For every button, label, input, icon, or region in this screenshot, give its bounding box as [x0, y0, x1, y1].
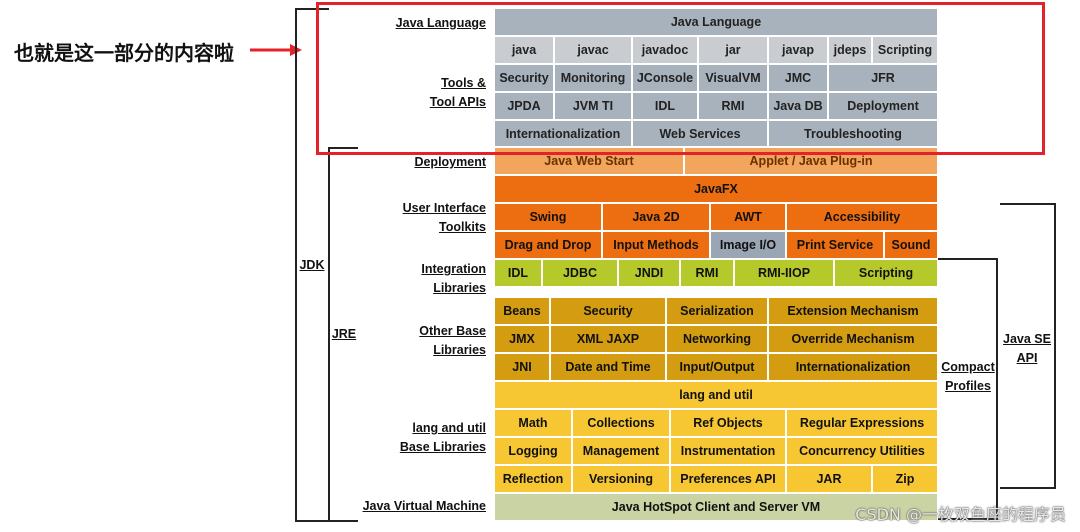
- cell-concurrency: Concurrency Utilities: [786, 437, 938, 465]
- watermark: CSDN @一枚双鱼座的程序员: [855, 505, 1066, 524]
- compact-profiles-bracket: [938, 258, 998, 520]
- label-ui-2: Toolkits: [439, 220, 486, 234]
- cell-management: Management: [572, 437, 670, 465]
- cell-regex: Regular Expressions: [786, 409, 938, 437]
- cell-serialization: Serialization: [666, 297, 768, 325]
- label-tools-1: Tools &: [441, 76, 486, 90]
- java-se-api-bracket: [1000, 203, 1056, 489]
- cell-jdbc: JDBC: [542, 259, 618, 287]
- cell-preferences: Preferences API: [670, 465, 786, 493]
- cell-networking: Networking: [666, 325, 768, 353]
- cell-webservices: Web Services: [632, 120, 768, 147]
- cell-rmiiiop: RMI-IIOP: [734, 259, 834, 287]
- jdk-bracket: [295, 8, 329, 522]
- cell-java: java: [494, 36, 554, 64]
- cell-jfr: JFR: [828, 64, 938, 92]
- label-lang-1: lang and util: [412, 421, 486, 435]
- cell-versioning: Versioning: [572, 465, 670, 493]
- cell-jconsole: JConsole: [632, 64, 698, 92]
- label-integration-2: Libraries: [433, 281, 486, 295]
- cell-zip: Zip: [872, 465, 938, 493]
- cell-java2d: Java 2D: [602, 203, 710, 231]
- label-integration-1: Integration: [421, 262, 486, 276]
- cell-math: Math: [494, 409, 572, 437]
- cell-jarlib: JAR: [786, 465, 872, 493]
- cell-logging: Logging: [494, 437, 572, 465]
- jre-bracket: [328, 147, 358, 522]
- cell-javap: javap: [768, 36, 828, 64]
- cell-visualvm: VisualVM: [698, 64, 768, 92]
- cell-rmi: RMI: [680, 259, 734, 287]
- cell-javafx: JavaFX: [494, 175, 938, 203]
- label-other-2: Libraries: [433, 343, 486, 357]
- cell-scripting: Scripting: [834, 259, 938, 287]
- cell-idl: IDL: [494, 259, 542, 287]
- label-jdk: JDK: [299, 258, 325, 272]
- cell-scripting-tool: Scripting: [872, 36, 938, 64]
- cell-inputoutput: Input/Output: [666, 353, 768, 381]
- cell-hotspot: Java HotSpot Client and Server VM: [494, 493, 938, 521]
- cell-instrumentation: Instrumentation: [670, 437, 786, 465]
- cell-override: Override Mechanism: [768, 325, 938, 353]
- cell-javac: javac: [554, 36, 632, 64]
- label-jre: JRE: [331, 327, 357, 341]
- cell-beans: Beans: [494, 297, 550, 325]
- label-compact-2: Profiles: [945, 379, 991, 393]
- cell-security: Security: [550, 297, 666, 325]
- cell-accessibility: Accessibility: [786, 203, 938, 231]
- cell-webstart: Java Web Start: [494, 147, 684, 175]
- cell-reflection: Reflection: [494, 465, 572, 493]
- cell-jni: JNI: [494, 353, 550, 381]
- label-ui-1: User Interface: [402, 201, 486, 215]
- cell-jmx: JMX: [494, 325, 550, 353]
- label-java-language: Java Language: [395, 16, 486, 30]
- cell-jmc: JMC: [768, 64, 828, 92]
- label-javase-2: API: [1016, 351, 1038, 365]
- cell-security-tool: Security: [494, 64, 554, 92]
- label-compact-1: Compact: [941, 360, 995, 374]
- cell-xmljaxp: XML JAXP: [550, 325, 666, 353]
- cell-jdeps: jdeps: [828, 36, 872, 64]
- cell-inputmethods: Input Methods: [602, 231, 710, 259]
- cell-deployment-tool: Deployment: [828, 92, 938, 120]
- cell-langutil: lang and util: [494, 381, 938, 409]
- cell-swing: Swing: [494, 203, 602, 231]
- label-deployment: Deployment: [414, 155, 486, 169]
- cell-idl-tool: IDL: [632, 92, 698, 120]
- cell-i18n: Internationalization: [768, 353, 938, 381]
- cell-awt: AWT: [710, 203, 786, 231]
- cell-applet: Applet / Java Plug-in: [684, 147, 938, 175]
- cell-dnd: Drag and Drop: [494, 231, 602, 259]
- cell-printservice: Print Service: [786, 231, 884, 259]
- cell-monitoring: Monitoring: [554, 64, 632, 92]
- cell-i18n-tool: Internationalization: [494, 120, 632, 147]
- label-jvm: Java Virtual Machine: [362, 499, 486, 513]
- label-other-1: Other Base: [419, 324, 486, 338]
- cell-extension: Extension Mechanism: [768, 297, 938, 325]
- cell-jpda: JPDA: [494, 92, 554, 120]
- label-javase-1: Java SE: [1003, 332, 1051, 346]
- cell-jvmti: JVM TI: [554, 92, 632, 120]
- label-tools-2: Tool APIs: [429, 95, 486, 109]
- annotation-text: 也就是这一部分的内容啦: [14, 41, 234, 65]
- cell-jndi: JNDI: [618, 259, 680, 287]
- cell-jar: jar: [698, 36, 768, 64]
- cell-refobjects: Ref Objects: [670, 409, 786, 437]
- label-lang-2: Base Libraries: [399, 440, 486, 454]
- cell-troubleshooting: Troubleshooting: [768, 120, 938, 147]
- cell-javadb: Java DB: [768, 92, 828, 120]
- cell-imageio: Image I/O: [710, 231, 786, 259]
- cell-javadoc: javadoc: [632, 36, 698, 64]
- highlight-box: [316, 2, 1045, 155]
- cell-rmi-tool: RMI: [698, 92, 768, 120]
- cell-collections: Collections: [572, 409, 670, 437]
- cell-datetime: Date and Time: [550, 353, 666, 381]
- cell-sound: Sound: [884, 231, 938, 259]
- cell-java-language: Java Language: [494, 8, 938, 36]
